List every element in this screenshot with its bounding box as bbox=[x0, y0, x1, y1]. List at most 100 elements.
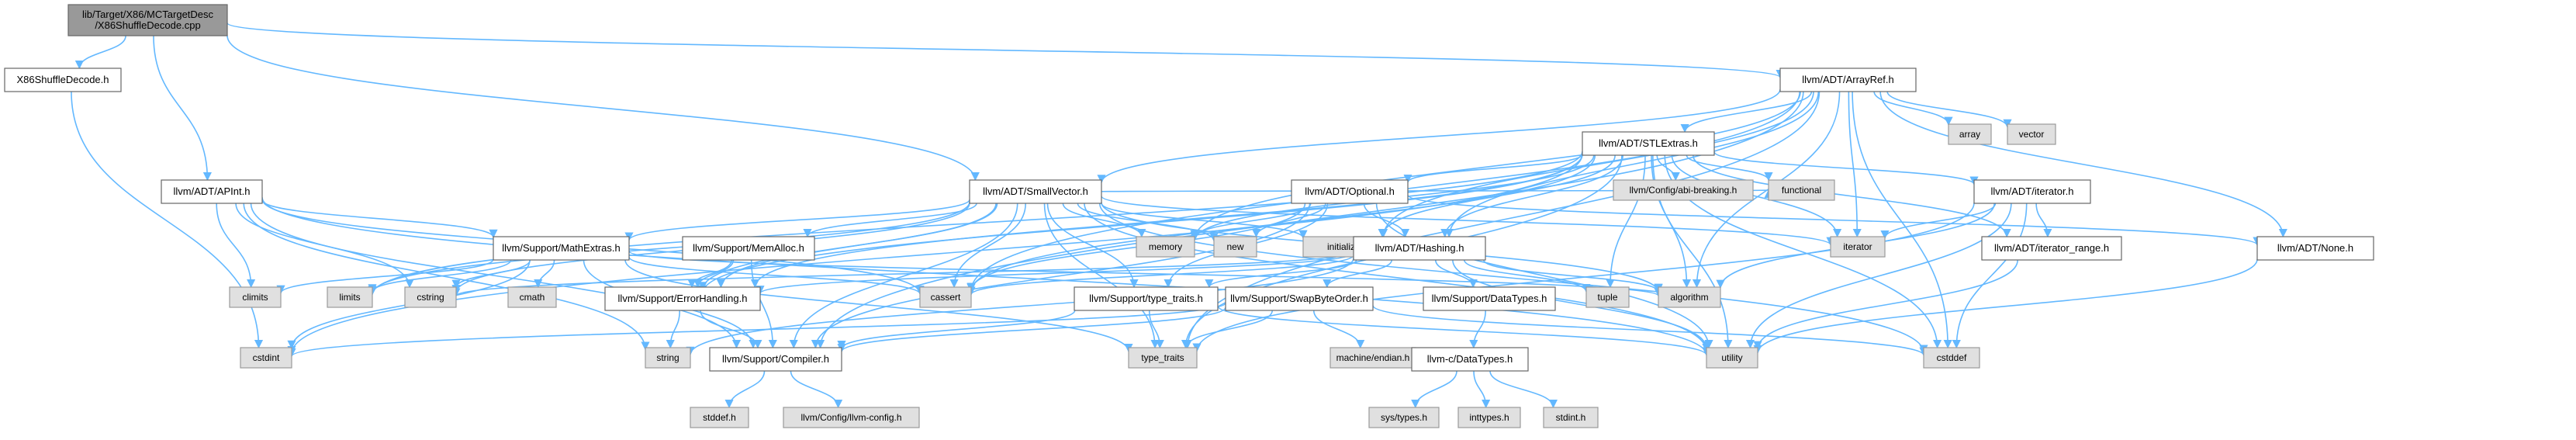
edge-hashing-to-algorithm bbox=[1483, 259, 1663, 293]
edge-memalloc-to-cstdlib bbox=[687, 259, 732, 289]
edge-cdatatypes-to-inttypes bbox=[1473, 370, 1491, 409]
edge-x86sd-to-cstdint bbox=[71, 91, 264, 349]
edge-smallvector-to-memory bbox=[1062, 203, 1146, 238]
edge-optional-to-new bbox=[1251, 203, 1326, 238]
node-memalloc[interactable]: llvm/Support/MemAlloc.h bbox=[682, 236, 815, 261]
node-label: llvm/Config/llvm-config.h bbox=[800, 412, 901, 423]
node-box bbox=[709, 347, 842, 372]
edge-optional-to-utility bbox=[1375, 203, 1713, 349]
node-new: new bbox=[1213, 236, 1257, 258]
edge-stlextras-to-optional bbox=[1403, 154, 1583, 184]
node-box bbox=[1329, 347, 1416, 369]
node-string: string bbox=[645, 347, 691, 369]
node-label: cassert bbox=[931, 292, 961, 303]
node-box bbox=[1981, 236, 2122, 261]
edge-stlextras-to-cstdint bbox=[287, 154, 1583, 355]
edge-compiler-to-stddef bbox=[724, 370, 766, 409]
node-label: llvm/ADT/None.h bbox=[2277, 242, 2353, 254]
edge-smallvector-to-typetraits bbox=[1043, 203, 1160, 349]
node-stddef: stddef.h bbox=[690, 407, 749, 428]
edge-stlextras-to-cassert bbox=[966, 154, 1596, 293]
node-box bbox=[4, 68, 122, 92]
node-label: llvm/Support/ErrorHandling.h bbox=[618, 293, 748, 304]
node-box bbox=[1136, 236, 1195, 258]
node-label: llvm/ADT/STLExtras.h bbox=[1599, 137, 1698, 149]
node-mathextras[interactable]: llvm/Support/MathExtras.h bbox=[493, 236, 630, 261]
node-datatypes[interactable]: llvm/Support/DataTypes.h bbox=[1423, 286, 1556, 311]
edge-iterrange-to-utility bbox=[1753, 259, 2018, 350]
node-box bbox=[1706, 347, 1758, 369]
node-algorithm: algorithm bbox=[1658, 286, 1721, 308]
edge-hashing-to-errhandling bbox=[756, 252, 1354, 295]
node-cstring: cstring bbox=[404, 286, 457, 308]
edge-arrayref-to-compiler bbox=[816, 91, 1804, 349]
edge-arrayref-to-typetraits bbox=[1183, 91, 1820, 349]
edge-arrayref-to-hashing bbox=[1444, 91, 1820, 238]
node-box bbox=[1543, 407, 1599, 428]
node-llvmconfig: llvm/Config/llvm-config.h bbox=[783, 407, 920, 428]
node-label: llvm/ADT/Optional.h bbox=[1305, 185, 1395, 197]
node-utility: utility bbox=[1706, 347, 1758, 369]
node-box bbox=[507, 286, 557, 308]
node-none[interactable]: llvm/ADT/None.h bbox=[2256, 236, 2374, 261]
node-label: llvm/Support/MathExtras.h bbox=[502, 242, 620, 254]
edge-arrayref-to-iterator bbox=[1848, 91, 1862, 238]
node-box bbox=[604, 286, 761, 311]
node-label: climits bbox=[242, 292, 268, 303]
node-x86sd[interactable]: X86ShuffleDecode.h bbox=[4, 68, 122, 92]
node-label: /X86ShuffleDecode.cpp bbox=[95, 19, 200, 31]
node-box bbox=[1213, 236, 1257, 258]
node-label: machine/endian.h bbox=[1336, 352, 1410, 363]
node-label: new bbox=[1226, 241, 1243, 252]
node-label: type_traits bbox=[1141, 352, 1184, 363]
node-cassert: cassert bbox=[919, 286, 972, 308]
node-label: cmath bbox=[520, 292, 545, 303]
edge-root-to-smallvector bbox=[226, 35, 980, 182]
node-label: X86ShuffleDecode.h bbox=[16, 74, 109, 85]
node-box bbox=[1411, 347, 1529, 372]
node-label: sys/types.h bbox=[1381, 412, 1427, 423]
edge-typetraitsh-to-compiler bbox=[837, 310, 1076, 350]
node-compiler[interactable]: llvm/Support/Compiler.h bbox=[709, 347, 842, 372]
node-cdatatypes[interactable]: llvm-c/DataTypes.h bbox=[1411, 347, 1529, 372]
node-box bbox=[1582, 131, 1715, 156]
node-swapbyte[interactable]: llvm/Support/SwapByteOrder.h bbox=[1225, 286, 1374, 311]
node-apint[interactable]: llvm/ADT/APInt.h bbox=[161, 179, 263, 204]
node-iteratorh[interactable]: llvm/ADT/iterator.h bbox=[1973, 179, 2091, 204]
node-typetraitsh[interactable]: llvm/Support/type_traits.h bbox=[1074, 286, 1219, 311]
edge-stlextras-to-tuple bbox=[1606, 154, 1646, 289]
edge-iteratorh-to-utility bbox=[1745, 203, 2012, 349]
node-errhandling[interactable]: llvm/Support/ErrorHandling.h bbox=[604, 286, 761, 311]
node-root[interactable]: lib/Target/X86/MCTargetDesc/X86ShuffleDe… bbox=[67, 4, 228, 36]
edge-hashing-to-tuple bbox=[1463, 259, 1591, 293]
edge-hashing-to-cassert bbox=[966, 255, 1354, 296]
node-box bbox=[67, 4, 228, 36]
node-box bbox=[1779, 68, 1917, 92]
node-label: cstddef bbox=[1937, 352, 1967, 363]
edge-mathextras-to-cstring bbox=[451, 259, 531, 289]
edge-arrayref-to-memory bbox=[1190, 91, 1801, 241]
node-limits: limits bbox=[327, 286, 373, 308]
edge-none-to-utility bbox=[1753, 258, 2258, 354]
node-box bbox=[327, 286, 373, 308]
node-hashing[interactable]: llvm/ADT/Hashing.h bbox=[1353, 236, 1486, 261]
edge-smallvector-to-cassert bbox=[949, 203, 1027, 289]
node-iterrange[interactable]: llvm/ADT/iterator_range.h bbox=[1981, 236, 2122, 261]
node-stlextras[interactable]: llvm/ADT/STLExtras.h bbox=[1582, 131, 1715, 156]
node-abibreak: llvm/Config/abi-breaking.h bbox=[1613, 179, 1754, 201]
node-label: lib/Target/X86/MCTargetDesc bbox=[82, 9, 214, 20]
node-label: string bbox=[656, 352, 679, 363]
node-cmath: cmath bbox=[507, 286, 557, 308]
edge-mathextras-to-typetraits bbox=[624, 259, 1133, 353]
node-optional[interactable]: llvm/ADT/Optional.h bbox=[1291, 179, 1409, 204]
node-box bbox=[919, 286, 972, 308]
edge-smallvector-to-cstddef bbox=[1098, 203, 1928, 354]
node-arrayref[interactable]: llvm/ADT/ArrayRef.h bbox=[1779, 68, 1917, 92]
node-box bbox=[1291, 179, 1409, 204]
node-box bbox=[1948, 123, 1992, 145]
node-box bbox=[1830, 236, 1886, 258]
edge-root-to-arrayref bbox=[226, 22, 1785, 79]
node-smallvector[interactable]: llvm/ADT/SmallVector.h bbox=[969, 179, 1102, 204]
node-box bbox=[1353, 236, 1486, 261]
edge-mathextras-to-climits bbox=[276, 258, 494, 294]
